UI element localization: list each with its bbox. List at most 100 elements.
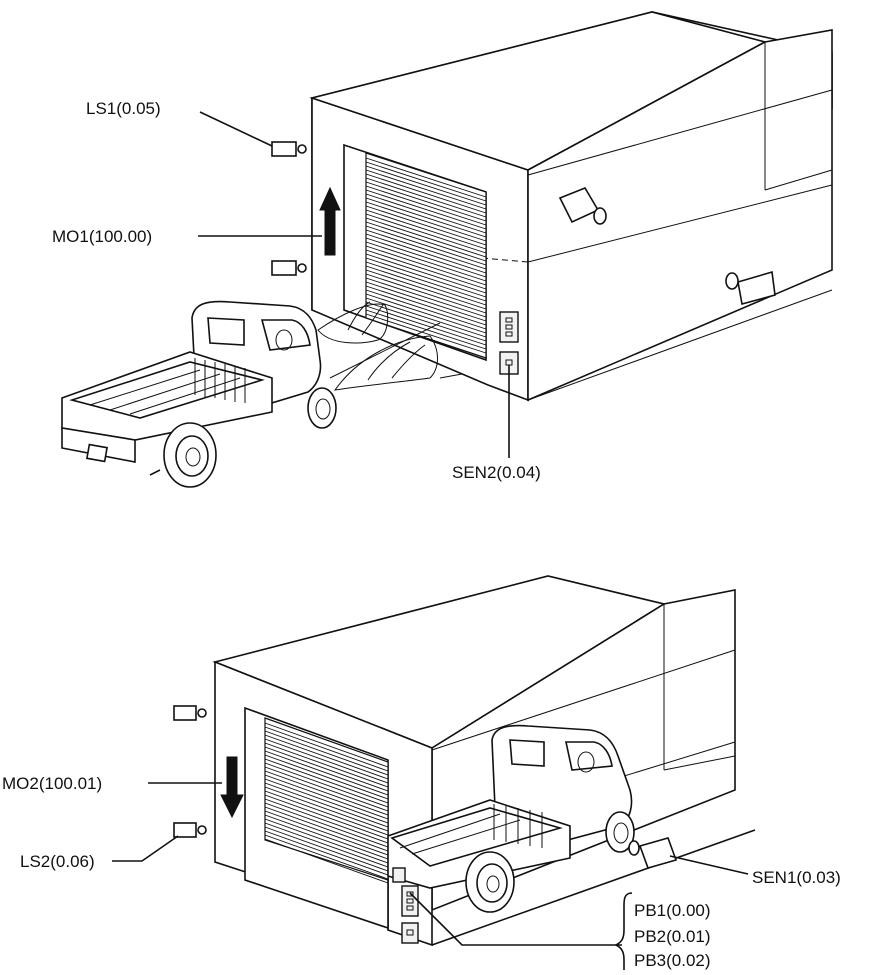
shutter-slat [264,738,389,784]
shutter-slat [365,237,487,278]
top-sensor-beams [317,301,463,391]
shutter-slat [264,802,389,848]
shutter-slat [365,277,487,318]
shutter-slat [365,173,487,214]
shutter-slat [264,810,389,856]
shutter-slat [264,822,389,868]
shutter-slat [365,269,487,310]
shutter-slat [365,233,487,274]
shutter-slat [264,830,389,876]
pb3-label: PB3(0.02) [634,951,711,970]
sen1-leader-line [669,855,749,875]
shutter-slat [264,814,389,860]
shutter-slat [365,285,487,326]
shutter-slat [264,734,389,780]
shutter-slat [264,774,389,820]
top-wall-panel-pb [499,311,519,343]
shutter-slat [365,185,487,226]
shutter-slat [365,197,487,238]
shutter-slat [365,225,487,266]
shutter-slat [365,245,487,286]
shutter-slat [264,730,389,776]
shutter-slat [264,818,389,864]
shutter-slat [264,770,389,816]
shutter-slat [264,838,389,884]
shutter-slat [365,229,487,270]
shutter-slat [264,754,389,800]
shutter-slat [264,786,389,832]
shutter-slat [264,726,389,772]
shutter-slat [365,249,487,290]
mo2-label: MO2(100.01) [2,774,102,793]
shutter-slat [365,169,487,210]
pb-leader-line [409,892,622,946]
shutter-slat [365,205,487,246]
pb2-label: PB2(0.01) [634,927,711,946]
shutter-slat [365,313,487,354]
ls1-leader-line [199,111,273,147]
shutter-slat [365,213,487,254]
shutter-slat [365,281,487,322]
bottom-wall-indicator [392,867,406,883]
shutter-slat [365,241,487,282]
shutter-slat [365,305,487,346]
bottom-wall-panel-2 [401,922,419,944]
shutter-slat [264,742,389,788]
top-camera-sensor-2 [725,270,776,306]
mo1-up-arrow-icon [319,186,341,256]
bottom-truck [387,724,635,913]
ls2-label: LS2(0.06) [20,852,95,871]
top-shutter-door [343,143,487,362]
top-truck [61,300,337,488]
shutter-slat [365,189,487,230]
shutter-slat [264,778,389,824]
sen1-sensor-icon [628,837,678,869]
shutter-slat [264,758,389,804]
shutter-slat [264,794,389,840]
shutter-slat [365,289,487,330]
shutter-slat [365,293,487,334]
shutter-slat [264,766,389,812]
ls1-label: LS1(0.05) [86,99,161,118]
shutter-slat [264,722,389,768]
mo2-down-arrow-icon [220,756,244,819]
shutter-slat [365,253,487,294]
shutter-slat [365,265,487,306]
mo1-label: MO1(100.00) [52,227,152,246]
shutter-slat [264,762,389,808]
upper-limit-switch-icon [173,705,207,721]
shutter-slat [264,790,389,836]
shutter-slat [365,181,487,222]
shutter-slat [365,157,487,198]
shutter-slat [264,834,389,880]
shutter-slat [264,798,389,844]
shutter-slat [365,273,487,314]
bottom-scene: MO2(100.01) LS2(0.06) SEN1(0.03) PB1(0.0… [2,575,841,970]
ls2-leader-line [112,835,179,862]
ls1-limit-switch-icon [271,141,307,157]
top-scene: LS1(0.05) MO1(100.00) SEN2(0.04) [52,11,833,488]
shutter-slat [365,177,487,218]
shutter-slat [365,165,487,206]
shutter-slat [264,746,389,792]
shutter-slat [365,201,487,242]
shutter-slat [264,826,389,872]
top-camera-sensor-1 [558,187,607,225]
shutter-slat [365,217,487,258]
pb1-label: PB1(0.00) [634,901,711,920]
sen2-label: SEN2(0.04) [452,463,541,482]
shutter-slat [365,261,487,302]
shutter-slat [264,806,389,852]
shutter-slat [365,209,487,250]
shutter-slat [365,257,487,298]
ls2-limit-switch-icon [173,822,207,838]
shutter-slat [264,782,389,828]
shutter-slat [365,221,487,262]
bottom-wall-panel-pb [401,885,419,917]
shutter-slat [365,297,487,338]
lower-limit-switch-icon [271,260,307,276]
shutter-slat [365,161,487,202]
shutter-slat [365,193,487,234]
